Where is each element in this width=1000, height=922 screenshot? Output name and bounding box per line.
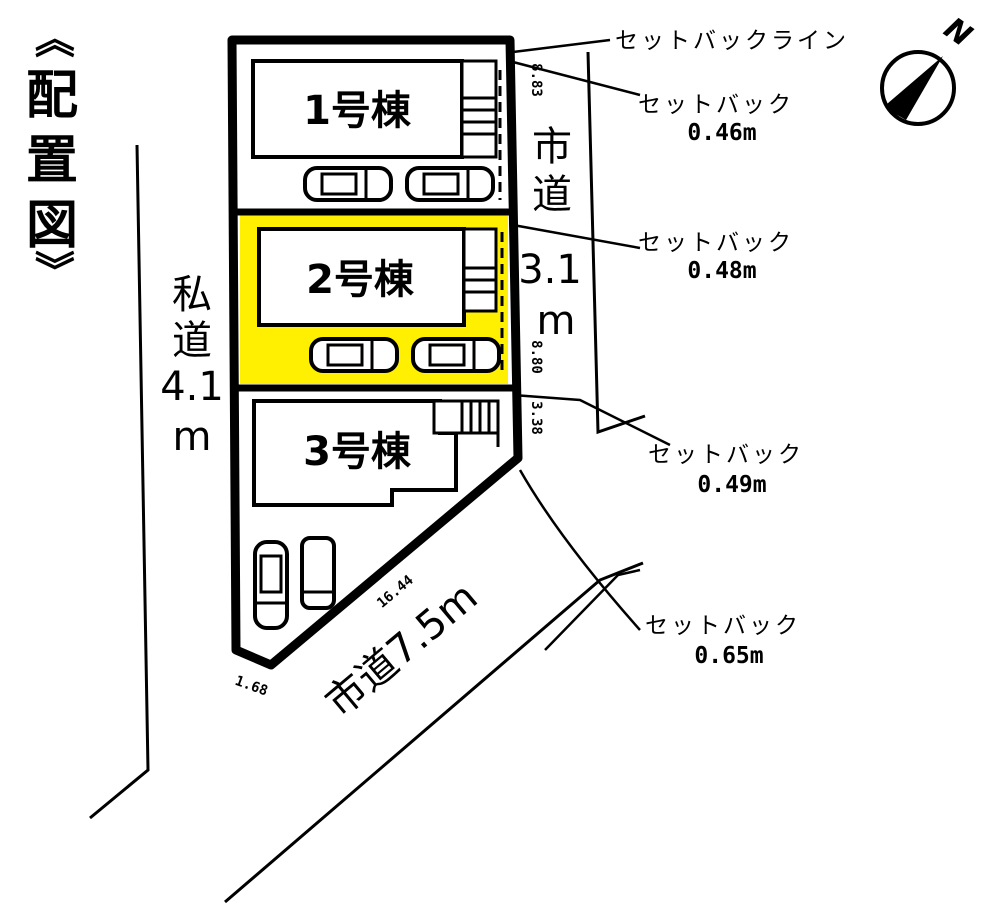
diagram-title: 《 配 置 図 》 — [26, 18, 78, 290]
svg-text:m: m — [173, 414, 212, 460]
setback-3-value: 0.49m — [697, 472, 766, 498]
svg-text:道: 道 — [532, 172, 572, 218]
lot-1-car-1 — [303, 166, 393, 202]
dimension-east-lot1: 8.83 — [528, 63, 544, 97]
north-arrow-icon: N — [880, 11, 978, 126]
lot-3-label: 3号棟 — [303, 429, 412, 475]
private-road-edge — [89, 144, 150, 820]
setback-3-label: セットバック — [648, 442, 804, 468]
title-char-3: 図 — [26, 196, 78, 256]
dimension-east-lot3: 3.38 — [528, 401, 544, 435]
lot-2-car-2 — [411, 337, 501, 373]
svg-text:4.1: 4.1 — [160, 364, 224, 410]
setback-2-label: セットバック — [638, 230, 794, 256]
dimension-east-lot2: 8.80 — [528, 340, 544, 374]
lot-3-stairs — [432, 399, 500, 447]
title-char-2: 置 — [26, 131, 78, 191]
lot-1-label: 1号棟 — [303, 88, 412, 134]
lot-1-car-2 — [405, 166, 495, 202]
lot-3-car-2 — [300, 536, 336, 610]
lot-2[interactable]: 2号棟 — [257, 227, 504, 373]
east-road-edge — [586, 51, 646, 435]
setback-line-label: セットバックライン — [615, 28, 849, 54]
title-char-1: 配 — [26, 66, 78, 126]
svg-text:3.1: 3.1 — [518, 247, 582, 293]
south-road-edge — [224, 561, 644, 904]
callouts: セットバックライン セットバック 0.46m セットバック 0.48m セットバ… — [615, 28, 849, 669]
setback-2-value: 0.48m — [687, 258, 756, 284]
lot-2-stairs — [462, 227, 498, 313]
lot-2-label: 2号棟 — [306, 257, 415, 303]
lot-3[interactable]: 3号棟 — [252, 399, 500, 630]
lot-1-stairs — [460, 59, 498, 159]
svg-text:m: m — [537, 298, 576, 344]
lot-2-car-1 — [309, 337, 399, 373]
setback-4-value: 0.65m — [694, 643, 763, 669]
setback-4-label: セットバック — [645, 613, 801, 639]
setback-1-value: 0.46m — [687, 120, 756, 146]
compass-north-label: N — [937, 11, 978, 54]
setback-1-label: セットバック — [638, 92, 794, 118]
dimension-corner: 1.68 — [233, 673, 270, 700]
title-close-bracket: 》 — [30, 250, 76, 290]
svg-text:道: 道 — [172, 318, 212, 364]
callout-leaders — [512, 38, 671, 651]
lot-3-car-1 — [253, 540, 289, 630]
svg-text:市: 市 — [532, 124, 572, 170]
lot-1[interactable]: 1号棟 — [251, 59, 502, 202]
east-road-label: 市 道 3.1 m — [518, 124, 582, 344]
private-road-label: 私 道 4.1 m — [160, 272, 224, 460]
svg-text:私: 私 — [172, 272, 212, 318]
title-open-bracket: 《 — [30, 18, 76, 58]
